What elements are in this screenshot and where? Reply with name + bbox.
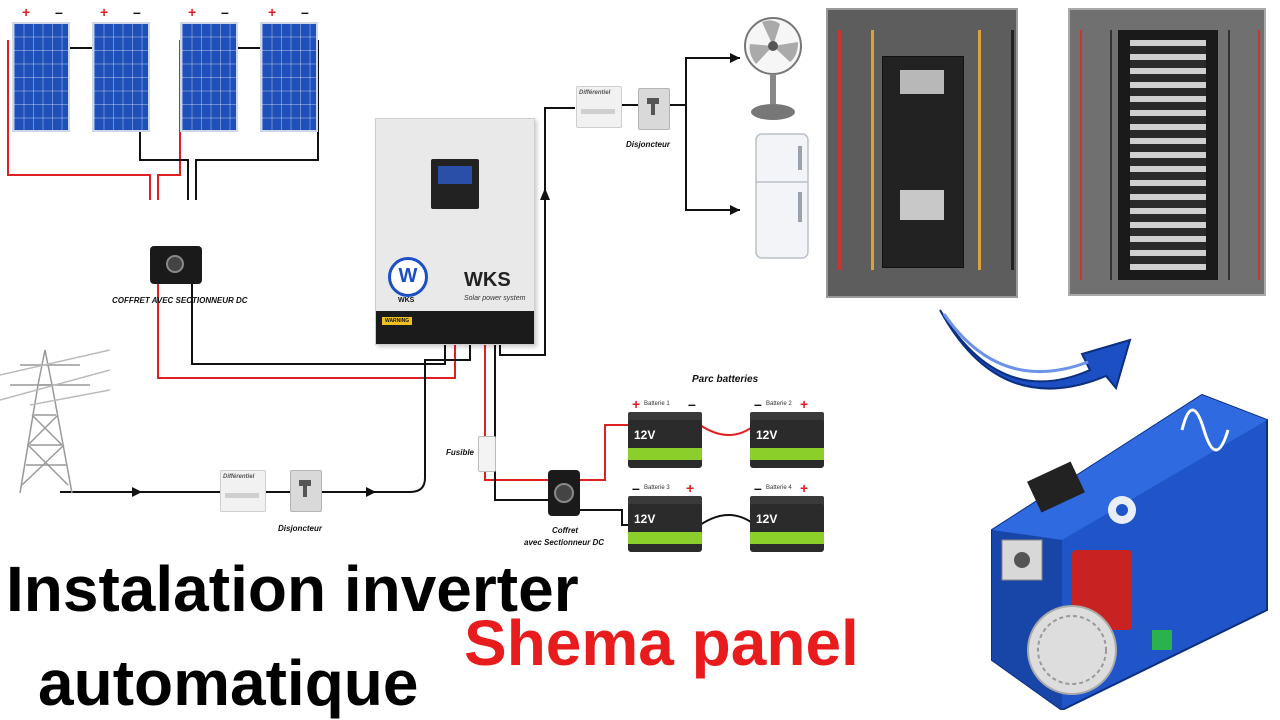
battery-isolator-knob-icon [554, 483, 574, 503]
battery-3-name: Batterie 3 [644, 485, 670, 491]
solar-panel-2 [92, 22, 150, 132]
battery-isolator-label-1: Coffret [552, 526, 579, 535]
solar-panel-3 [180, 22, 238, 132]
differential-breaker-bottom: Différentiel [220, 470, 266, 512]
battery-2-plus: + [800, 396, 809, 412]
title-line-1: Instalation inverter [6, 553, 579, 625]
battery-3-voltage: 12V [634, 512, 656, 526]
battery-4-plus: + [800, 480, 809, 496]
panel-plus-4: + [268, 4, 277, 20]
battery-3: Batterie 3 12V [628, 485, 702, 552]
inverter-brand: WKS [464, 269, 511, 291]
panel-minus-3: – [221, 4, 229, 20]
solar-panel-1 [12, 22, 70, 132]
panel-minus-2: – [133, 4, 141, 20]
differential-breaker-top: Différentiel [576, 86, 622, 128]
inverter-logo-small: WKS [398, 297, 415, 304]
fan-icon [744, 17, 802, 120]
panel-minus-4: – [301, 4, 309, 20]
circuit-breaker-bottom-label: Disjoncteur [278, 524, 323, 533]
panel-plus-2: + [100, 4, 109, 20]
battery-2: Batterie 2 12V [750, 401, 824, 468]
battery-4: Batterie 4 12V [750, 485, 824, 552]
dc-isolator-label: COFFRET AVEC SECTIONNEUR DC [112, 296, 248, 305]
electrical-panel-photo-left [826, 8, 1018, 298]
battery-3-minus: – [632, 480, 640, 496]
battery-3-plus: + [686, 480, 695, 496]
inverter-unit: W WKS WKS Solar power system WARNING [375, 118, 535, 345]
refrigerator-icon [755, 133, 809, 259]
fuse-label: Fusible [446, 448, 475, 457]
panel-plus-3: + [188, 4, 197, 20]
battery-4-name: Batterie 4 [766, 485, 792, 491]
curved-arrow-icon [939, 309, 1132, 391]
fuse [478, 436, 496, 472]
battery-4-minus: – [754, 480, 762, 496]
inverter-lcd-screen [431, 159, 479, 209]
battery-isolator-box [548, 470, 580, 516]
title-line-2: automatique [38, 647, 419, 719]
battery-2-name: Batterie 2 [766, 401, 792, 407]
battery-1-minus: – [688, 396, 696, 412]
power-pylon-icon [0, 349, 110, 494]
battery-2-minus: – [754, 396, 762, 412]
battery-1-name: Batterie 1 [644, 401, 670, 407]
inverter-warning-sticker: WARNING [382, 317, 413, 325]
electrical-panel-photo-right [1068, 8, 1266, 296]
panel-minus-1: – [55, 4, 63, 20]
isolator-knob-icon [166, 255, 184, 273]
circuit-breaker-top [638, 88, 670, 130]
battery-isolator-label-2: avec Sectionneur DC [524, 538, 605, 547]
subtitle: Shema panel [464, 607, 859, 679]
circuit-breaker-bottom [290, 470, 322, 512]
panel-plus-1: + [22, 4, 31, 20]
battery-1: Batterie 1 12V [628, 401, 702, 468]
differential-bottom-label: Différentiel [223, 474, 255, 480]
dc-isolator-box [150, 246, 202, 284]
differential-top-label: Différentiel [579, 90, 611, 96]
battery-bank-label: Parc batteries [692, 374, 759, 385]
battery-4-voltage: 12V [756, 512, 778, 526]
solar-panel-4 [260, 22, 318, 132]
circuit-breaker-top-label: Disjoncteur [626, 140, 671, 149]
inverter-tagline: Solar power system [464, 295, 526, 302]
inverter-charger-photo [991, 393, 1268, 710]
battery-2-voltage: 12V [756, 428, 778, 442]
battery-1-voltage: 12V [634, 428, 656, 442]
battery-1-plus: + [632, 396, 641, 412]
inverter-logo-icon: W [388, 257, 428, 297]
